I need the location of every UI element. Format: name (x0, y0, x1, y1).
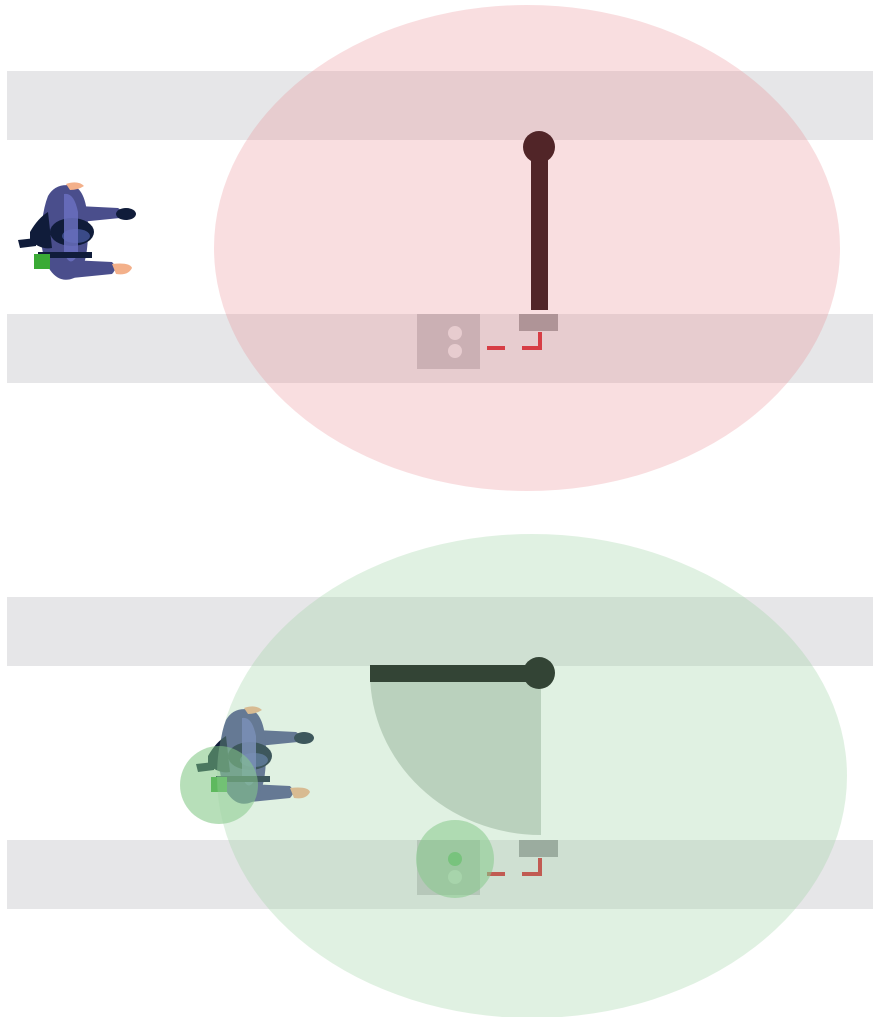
gate-housing (519, 314, 558, 331)
bracket-icon (522, 332, 542, 350)
panel-bottom (7, 534, 873, 1017)
gate-pivot (523, 657, 555, 689)
reader-sensor-zone (416, 820, 494, 898)
detection-zone-clear (217, 534, 847, 1017)
bracket-dash (487, 346, 505, 350)
panel-top (7, 5, 873, 491)
gate-arm (370, 665, 536, 682)
reader-light-bottom (448, 344, 462, 358)
gate-pivot (523, 131, 555, 163)
lane-stripe-top (7, 71, 873, 140)
gate-arm (531, 150, 548, 310)
bracket-dash (487, 872, 505, 876)
gate-swing-area (370, 673, 541, 835)
card-reader (417, 314, 480, 369)
reader-light-top (448, 326, 462, 340)
detection-zone-blocked (214, 5, 840, 491)
gate-housing (519, 840, 558, 857)
lane-stripe-top (7, 597, 873, 666)
bracket-icon (522, 858, 542, 876)
id-badge-icon (34, 254, 50, 269)
person-sensor-zone (180, 746, 258, 824)
